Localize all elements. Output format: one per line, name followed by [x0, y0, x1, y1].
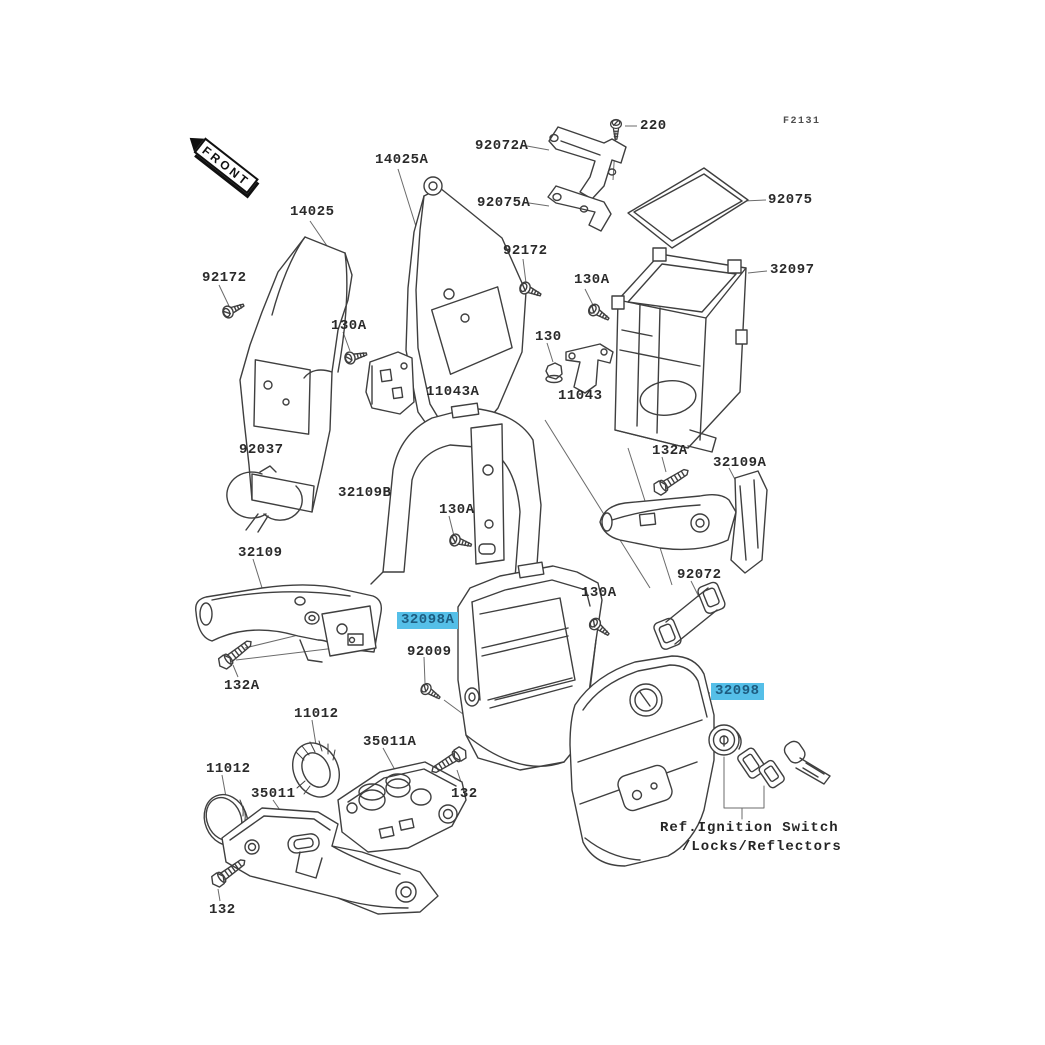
label-11043: 11043: [558, 388, 603, 404]
part-32109A-bracket: [599, 470, 768, 574]
part-132A-bolt-left: [215, 635, 256, 672]
part-132-bolt-right: [427, 744, 470, 778]
label-14025: 14025: [290, 204, 335, 220]
figure-code: F2131: [783, 116, 821, 127]
part-key: [783, 740, 831, 785]
label-130A-2: 130A: [331, 318, 367, 334]
label-32097: 32097: [770, 262, 815, 278]
label-11012-upper: 11012: [294, 706, 339, 722]
label-130A-3: 130A: [439, 502, 475, 518]
label-130A-4: 130A: [581, 585, 617, 601]
label-132A-left: 132A: [224, 678, 260, 694]
part-92009-screw: [418, 680, 444, 704]
part-11043A-plate: [365, 351, 415, 415]
label-11043A: 11043A: [426, 384, 480, 400]
label-32098-highlighted[interactable]: 32098: [711, 683, 764, 700]
label-92172-right: 92172: [503, 243, 548, 259]
part-92037-clamp: [226, 465, 303, 533]
label-130A-1: 130A: [574, 272, 610, 288]
part-32098A-case: [457, 561, 603, 771]
label-130: 130: [535, 329, 562, 345]
label-32109B: 32109B: [338, 485, 392, 501]
part-92075-pad: [627, 167, 749, 249]
label-132-right: 132: [451, 786, 478, 802]
label-32109: 32109: [238, 545, 283, 561]
part-14025-duct: [239, 236, 353, 513]
part-32098-cover: [569, 655, 715, 867]
part-132A-bolt-right: [650, 464, 693, 498]
part-92075A-bracket: [547, 185, 612, 232]
label-35011: 35011: [251, 786, 296, 802]
label-92072: 92072: [677, 567, 722, 583]
label-92072A: 92072A: [475, 138, 529, 154]
part-32109-arm: [195, 584, 383, 663]
part-35011-arm: [221, 807, 439, 915]
label-92009: 92009: [407, 644, 452, 660]
ref-bracket: [723, 756, 765, 820]
label-132-bottom: 132: [209, 902, 236, 918]
part-lock-set: [737, 747, 785, 789]
label-32109A: 32109A: [713, 455, 767, 471]
ref-note-line1: Ref.Ignition Switch: [660, 820, 839, 836]
label-11012-lower: 11012: [206, 761, 251, 777]
part-130-nut: [545, 362, 563, 384]
label-92075A: 92075A: [477, 195, 531, 211]
label-35011A: 35011A: [363, 734, 417, 750]
part-14025A-plate: [405, 176, 527, 447]
part-35011A-bracket: [337, 761, 467, 853]
part-11043-bracket: [565, 343, 614, 394]
label-220: 220: [640, 118, 667, 134]
part-ignition-switch: [708, 724, 742, 756]
label-14025A: 14025A: [375, 152, 429, 168]
label-92172-left: 92172: [202, 270, 247, 286]
part-32109B-arch: [370, 402, 549, 591]
part-220-bolt: [609, 118, 623, 140]
part-92072A-bracket: [548, 126, 627, 200]
label-92075: 92075: [768, 192, 813, 208]
part-92072-strip: [653, 581, 726, 650]
part-32097-case: [611, 247, 748, 453]
label-132A-right: 132A: [652, 443, 688, 459]
part-11012-ring: [292, 740, 340, 798]
label-32098A-highlighted[interactable]: 32098A: [397, 612, 459, 629]
ref-note-line2: /Locks/Reflectors: [682, 839, 842, 855]
label-92037: 92037: [239, 442, 284, 458]
